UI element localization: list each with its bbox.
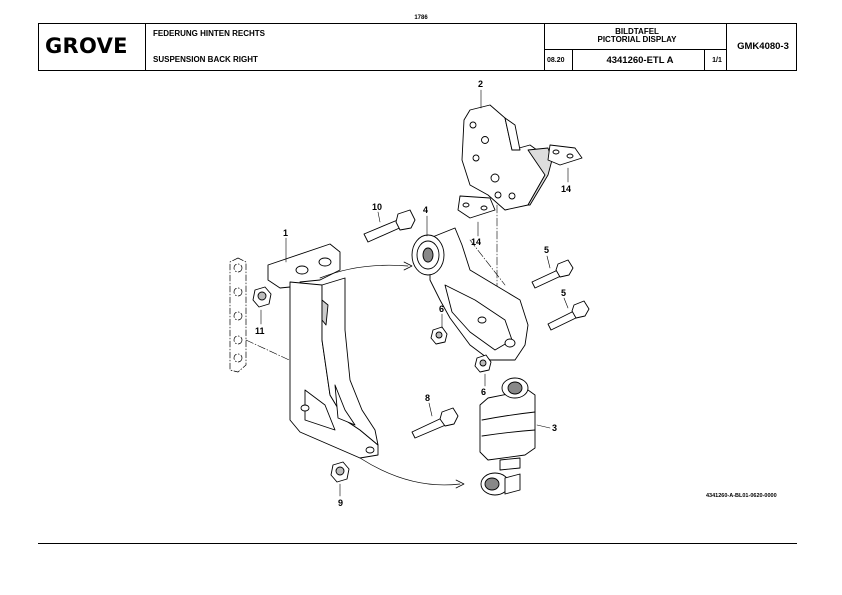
display-label: BILDTAFEL PICTORIAL DISPLAY (546, 28, 728, 44)
bracket-part-2 (461, 104, 553, 211)
divider (572, 49, 573, 70)
callout-5-upper: 5 (544, 245, 549, 255)
bolt-part-8 (411, 407, 459, 439)
date: 08.20 (547, 57, 565, 64)
nut-part-6-upper (430, 326, 448, 345)
callout-10: 10 (372, 202, 382, 212)
title-block: GROVE FEDERUNG HINTEN RECHTS SUSPENSION … (38, 23, 797, 71)
leader-lines (260, 89, 569, 497)
shim-part-14-lower (457, 195, 496, 219)
callout-labels: 1 2 3 4 5 5 6 6 8 9 10 11 14 14 (255, 79, 571, 508)
callout-9: 9 (338, 498, 343, 508)
title-english: SUSPENSION BACK RIGHT (153, 55, 258, 64)
bracket-part-1 (267, 243, 379, 459)
footer-rule (38, 543, 797, 544)
nut-part-9 (330, 461, 350, 483)
sheet-number: 1/1 (712, 57, 722, 64)
callout-1: 1 (283, 228, 288, 238)
bolt-part-10 (363, 209, 416, 243)
callout-2: 2 (478, 79, 483, 89)
link-part-4 (411, 227, 529, 361)
grove-logo: GROVE (45, 34, 128, 58)
divider (544, 49, 726, 50)
divider (145, 24, 146, 70)
display-label-de: BILDTAFEL (615, 27, 659, 36)
callout-6-lower: 6 (481, 387, 486, 397)
callout-14-upper: 14 (561, 184, 571, 194)
callout-8: 8 (425, 393, 430, 403)
nut-part-6-lower (474, 354, 492, 373)
title-german: FEDERUNG HINTEN RECHTS (153, 29, 266, 38)
page-number: 1786 (414, 15, 428, 21)
display-label-en: PICTORIAL DISPLAY (597, 35, 677, 44)
divider (704, 49, 705, 70)
callout-14-lower: 14 (471, 237, 481, 247)
callout-11: 11 (255, 326, 265, 336)
callout-3: 3 (552, 423, 557, 433)
shim-part-14-upper (547, 144, 583, 166)
part-number: 4341260-ETL A (606, 55, 674, 66)
model-number: GMK4080-3 (737, 41, 789, 52)
air-spring-part-3 (479, 377, 536, 496)
document-id: 4341260-A-BL01-0620-0000 (706, 493, 777, 499)
nut-part-11 (252, 286, 272, 308)
callout-5-lower: 5 (561, 288, 566, 298)
divider (544, 24, 545, 70)
bolt-part-5-upper (531, 259, 574, 289)
callout-6-upper: 6 (439, 304, 444, 314)
callout-4: 4 (423, 205, 428, 215)
divider (726, 24, 727, 70)
assembly-arrows (319, 261, 465, 489)
frame-rail-outline (229, 257, 247, 373)
bolt-part-5-lower (547, 300, 590, 331)
